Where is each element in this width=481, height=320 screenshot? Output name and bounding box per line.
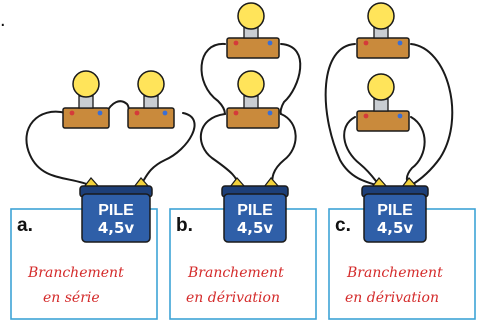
battery-b-voltage: 4,5v [237,219,274,237]
wire-b-bottom-right [271,113,297,187]
wire-b-top-left [200,42,226,115]
wire-a-right [139,112,196,187]
wire-c-top-right [409,43,454,187]
panel-a-caption-line2: en série [43,290,100,306]
battery-c-voltage: 4,5v [377,219,414,237]
panel-b-letter: b. [176,215,193,236]
battery-b: PILE 4,5v [221,177,289,243]
bulb-a1 [62,70,110,129]
panel-c-letter: c. [335,215,351,236]
panel-c-frame [328,208,476,320]
wire-c-top-left [324,43,381,187]
panel-c-caption-line2: en dérivation [345,290,439,306]
bulb-b2 [226,70,280,129]
bulb-a2 [127,70,175,129]
top-mark: . [0,9,6,31]
battery-b-label: PILE [237,202,273,219]
panel-c: c. Branchement en dérivation [328,208,476,320]
battery-a-label: PILE [98,202,134,219]
wire-a-left [25,110,93,187]
battery-c-label: PILE [377,202,413,219]
bulb-b1 [226,2,280,59]
battery-a: PILE 4,5v [79,177,153,243]
bulb-c1 [356,2,410,59]
panel-b-frame [169,208,317,320]
panel-b-caption-line1: Branchement [187,265,284,281]
wire-b-top-right [279,43,302,115]
battery-c: PILE 4,5v [361,177,429,243]
panel-b-caption-line2: en dérivation [186,290,280,306]
bulb-c2 [356,73,410,132]
panel-b: b. Branchement en dérivation [169,208,317,320]
battery-a-voltage: 4,5v [98,219,135,237]
panel-a-letter: a. [17,215,33,236]
panel-c-caption-line1: Branchement [346,265,443,281]
panel-a-caption-line1: Branchement [27,265,124,281]
